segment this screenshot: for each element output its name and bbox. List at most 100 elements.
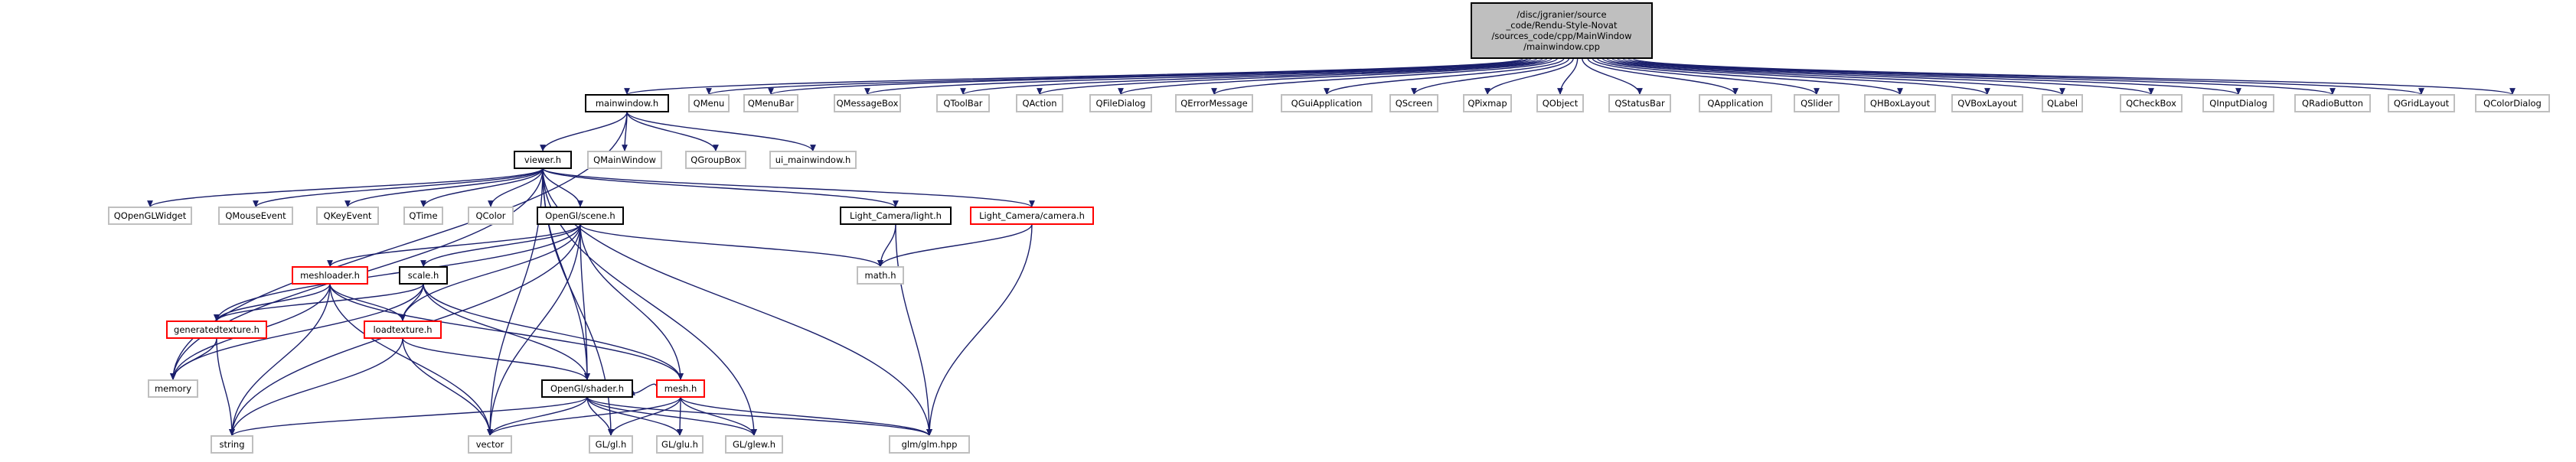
node-box xyxy=(970,207,1094,225)
node-box xyxy=(587,151,662,169)
node-meshloader-h[interactable]: meshloader.h xyxy=(292,266,368,285)
edge-root-to-QColorDialog xyxy=(1632,57,2516,96)
edge-root-to-QMenu xyxy=(706,57,1529,96)
node-label: GL/gl.h xyxy=(596,439,627,450)
node-label: /sources_code/cpp/MainWindow xyxy=(1491,31,1631,41)
edge-mainwindow_h-to-QGroupBox xyxy=(626,111,719,152)
edge-scene_h-to-math_h xyxy=(580,223,883,268)
node-label: QScreen xyxy=(1396,98,1433,109)
node-camera-h[interactable]: Light_Camera/camera.h xyxy=(970,207,1094,225)
node-box xyxy=(364,320,442,339)
node-label: viewer.h xyxy=(524,155,561,165)
node-box xyxy=(857,266,904,285)
node-box xyxy=(1175,94,1253,112)
edge-root-to-QStatusBar xyxy=(1582,57,1643,96)
node-QAction: QAction xyxy=(1016,94,1063,112)
node-box xyxy=(1536,94,1584,112)
node-box xyxy=(1016,94,1063,112)
node-QPixmap: QPixmap xyxy=(1463,94,1512,112)
node-box xyxy=(108,207,192,225)
node-box xyxy=(403,207,443,225)
node-QSlider: QSlider xyxy=(1794,94,1840,112)
node-box xyxy=(211,435,253,454)
node-GL-gl-h: GL/gl.h xyxy=(589,435,633,454)
node-generatedtexture-h[interactable]: generatedtexture.h xyxy=(166,320,267,339)
node-label: QLabel xyxy=(2047,98,2078,109)
edge-root-to-QHBoxLayout xyxy=(1596,57,1903,96)
node-box xyxy=(1089,94,1152,112)
node-label: QColorDialog xyxy=(2483,98,2542,109)
node-label: QVBoxLayout xyxy=(1957,98,2017,109)
edge-scene_h-to-generatedtexture_h xyxy=(214,223,581,322)
node-label: GL/glu.h xyxy=(661,439,698,450)
node-mesh-h[interactable]: mesh.h xyxy=(656,379,705,398)
edge-root-to-QSlider xyxy=(1592,57,1820,96)
node-box xyxy=(2475,94,2550,112)
edge-generatedtexture_h-to-memory xyxy=(170,337,217,381)
edge-root-to-QInputDialog xyxy=(1616,57,2241,96)
edge-root-to-QGuiApplication xyxy=(1324,57,1565,96)
node-loadtexture-h[interactable]: loadtexture.h xyxy=(364,320,442,339)
edge-root-to-QMenuBar xyxy=(768,57,1533,96)
node-box xyxy=(1608,94,1671,112)
node-label: Light_Camera/light.h xyxy=(850,210,942,221)
node-scene-h[interactable]: OpenGl/scene.h xyxy=(537,207,624,225)
node-root[interactable]: /disc/jgranier/source_code/Rendu-Style-N… xyxy=(1471,2,1653,59)
node-label: QColor xyxy=(475,210,505,221)
node-box xyxy=(541,379,633,398)
node-box xyxy=(218,207,293,225)
node-label: QErrorMessage xyxy=(1180,98,1248,109)
node-QGroupBox: QGroupBox xyxy=(685,151,746,169)
node-QStatusBar: QStatusBar xyxy=(1608,94,1671,112)
edge-scene_h-to-scale_h xyxy=(420,223,581,268)
edge-root-to-QPixmap xyxy=(1484,57,1574,96)
node-label: _code/Rendu-Style-Novat xyxy=(1506,20,1618,31)
node-label: scale.h xyxy=(408,270,439,281)
node-viewer-h[interactable]: viewer.h xyxy=(514,151,572,169)
edge-mesh_h-to-glm_hpp xyxy=(680,396,932,437)
node-box xyxy=(1699,94,1772,112)
edge-viewer_h-to-camera_h xyxy=(542,168,1035,208)
node-label: generatedtexture.h xyxy=(174,324,260,335)
node-box xyxy=(148,379,198,398)
node-QVBoxLayout: QVBoxLayout xyxy=(1951,94,2023,112)
node-light-h[interactable]: Light_Camera/light.h xyxy=(840,207,952,225)
node-label: OpenGl/scene.h xyxy=(545,210,615,221)
edge-scene_h-to-shader_h xyxy=(580,223,590,381)
edge-meshloader_h-to-loadtexture_h xyxy=(329,283,406,322)
node-label: QMainWindow xyxy=(593,155,656,165)
node-box xyxy=(468,435,512,454)
node-label: QGroupBox xyxy=(691,155,741,165)
node-label: QGuiApplication xyxy=(1291,98,1363,109)
edge-mainwindow_h-to-viewer_h xyxy=(540,111,628,152)
node-box xyxy=(656,379,705,398)
node-box xyxy=(399,266,448,285)
edge-scale_h-to-mesh_h xyxy=(423,283,684,381)
node-QOpenGLWidget: QOpenGLWidget xyxy=(108,207,192,225)
node-label: string xyxy=(219,439,244,450)
node-label: vector xyxy=(476,439,504,450)
node-label: meshloader.h xyxy=(300,270,360,281)
node-scale-h[interactable]: scale.h xyxy=(399,266,448,285)
edge-root-to-QGridLayout xyxy=(1627,57,2424,96)
node-label: ui_mainwindow.h xyxy=(775,155,851,165)
edge-loadtexture_h-to-string xyxy=(229,337,403,437)
node-math-h: math.h xyxy=(857,266,904,285)
edge-root-to-QAction xyxy=(1037,57,1548,96)
node-box xyxy=(1281,94,1373,112)
edge-root-to-QScreen xyxy=(1411,57,1570,96)
node-mainwindow-h[interactable]: mainwindow.h xyxy=(585,94,669,112)
node-label: QFileDialog xyxy=(1096,98,1146,109)
edge-meshloader_h-to-generatedtexture_h xyxy=(214,283,331,322)
node-label: QApplication xyxy=(1707,98,1763,109)
node-label: QMenuBar xyxy=(748,98,795,109)
edge-mesh_h-to-GL_glu_h xyxy=(677,396,683,437)
node-shader-h[interactable]: OpenGl/shader.h xyxy=(541,379,633,398)
node-QGuiApplication: QGuiApplication xyxy=(1281,94,1373,112)
edge-scale_h-to-generatedtexture_h xyxy=(214,283,424,322)
node-box xyxy=(2294,94,2371,112)
node-label: QGridLayout xyxy=(2394,98,2450,109)
node-box xyxy=(685,151,746,169)
node-label: QMessageBox xyxy=(837,98,899,109)
